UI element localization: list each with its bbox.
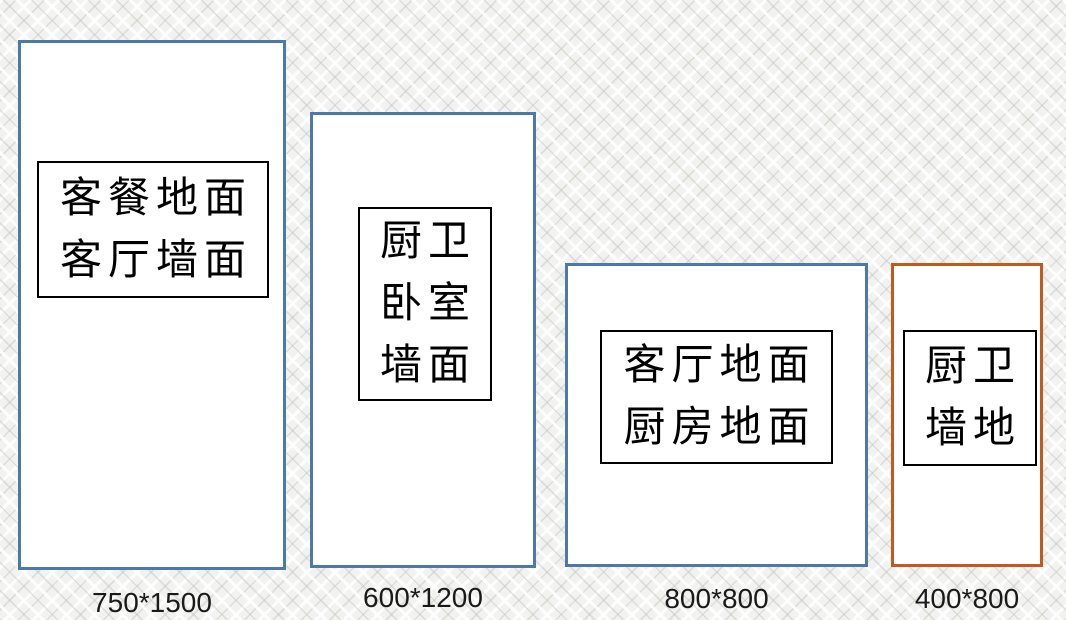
tile-label-box: 客厅地面 厨房地面 (600, 330, 833, 464)
tile-label-line: 厨卫 (379, 219, 476, 265)
tile-label-line: 客厅墙面 (59, 237, 252, 284)
tile-rect-750x1500: 客餐地面 客厅墙面 (18, 40, 286, 570)
size-caption-750x1500: 750*1500 (92, 587, 212, 618)
tile-label-box: 厨卫 卧室 墙面 (358, 207, 492, 401)
tile-label-box: 客餐地面 客厅墙面 (37, 161, 269, 298)
tile-label-line: 客厅地面 (623, 343, 816, 389)
tile-label-line: 客餐地面 (59, 175, 252, 222)
tile-rect-400x800: 厨卫 墙地 (891, 263, 1043, 567)
tile-label-box: 厨卫 墙地 (903, 330, 1037, 466)
size-caption-400x800: 400*800 (914, 583, 1020, 614)
tile-label-line: 厨房地面 (623, 405, 816, 451)
size-caption-800x800: 800*800 (664, 583, 769, 614)
tile-label-line: 墙面 (379, 343, 476, 389)
tile-label-line: 厨卫 (924, 344, 1021, 390)
tile-rect-800x800: 客厅地面 厨房地面 (565, 263, 868, 567)
tile-rect-600x1200: 厨卫 卧室 墙面 (310, 112, 536, 568)
tile-label-line: 墙地 (924, 406, 1021, 452)
tile-label-line: 卧室 (379, 281, 476, 327)
size-caption-600x1200: 600*1200 (363, 582, 483, 613)
